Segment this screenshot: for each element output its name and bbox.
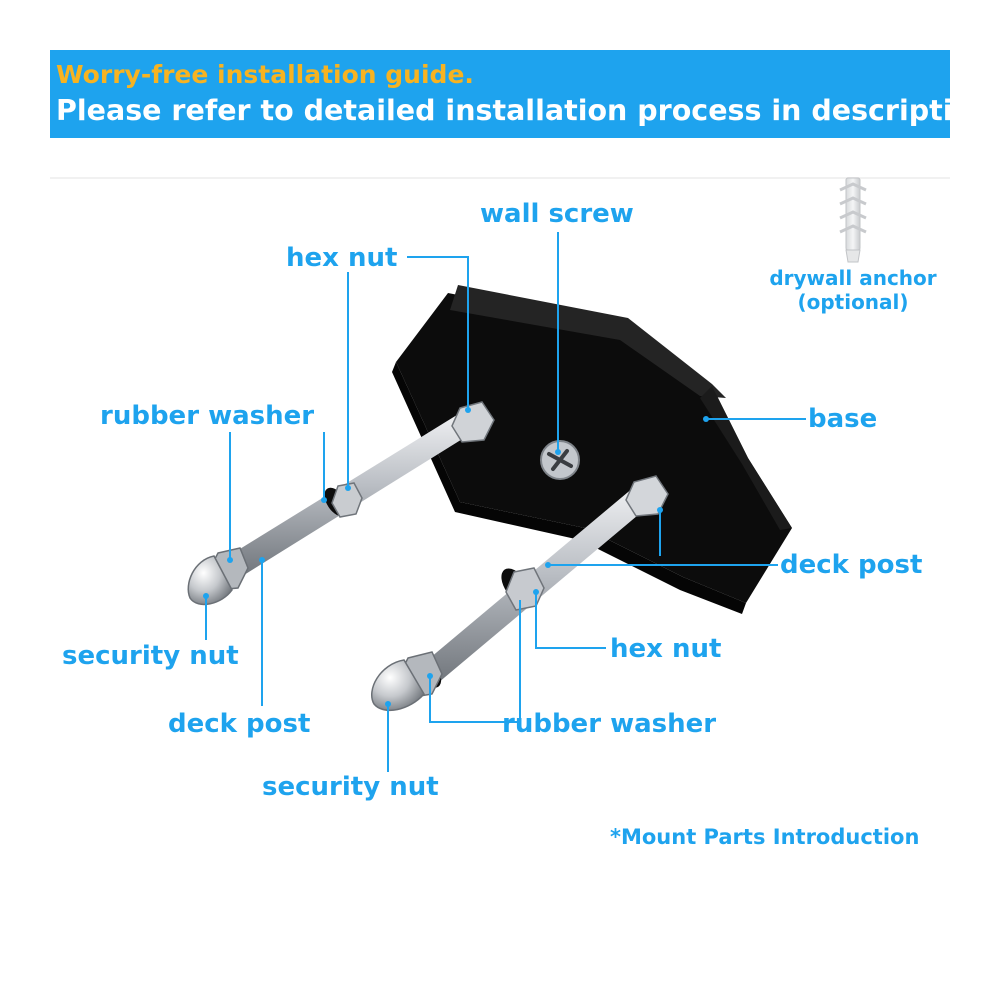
leader-rubber-washer-cap2 (429, 676, 500, 723)
label-drywall-anchor: drywall anchor (optional) (758, 266, 948, 314)
drywall-anchor-icon (839, 177, 867, 263)
caption: *Mount Parts Introduction (610, 825, 920, 849)
deck-post-right (371, 475, 669, 712)
label-rubber-washer-bottom: rubber washer (502, 709, 717, 739)
label-deck-post-right: deck post (780, 550, 923, 580)
phillips-screw-icon (540, 440, 580, 480)
label-drywall-anchor-optional: (optional) (797, 290, 909, 314)
label-drywall-anchor-name: drywall anchor (769, 266, 937, 290)
leader-hex-nut-top (407, 256, 469, 410)
banner-title: Worry-free installation guide. (56, 60, 474, 89)
base-plate (392, 285, 792, 614)
label-hex-nut-bottom: hex nut (610, 634, 722, 664)
label-hex-nut-top: hex nut (286, 243, 398, 273)
banner-subtitle: Please refer to detailed installation pr… (56, 94, 1000, 127)
leader-rubber-washer-bottom (500, 600, 521, 723)
label-wall-screw: wall screw (480, 199, 634, 229)
deck-post-left (187, 401, 495, 606)
label-security-nut-left: security nut (62, 641, 239, 671)
label-base: base (808, 404, 878, 434)
header-banner: Worry-free installation guide. Please re… (50, 50, 1000, 138)
leader-lines (205, 232, 806, 772)
label-deck-post-left: deck post (168, 709, 311, 739)
label-rubber-washer-left: rubber washer (100, 401, 315, 431)
label-security-nut-bottom: security nut (262, 772, 439, 802)
leader-hex-nut-bottom (535, 592, 606, 649)
leader-dots (203, 407, 709, 707)
